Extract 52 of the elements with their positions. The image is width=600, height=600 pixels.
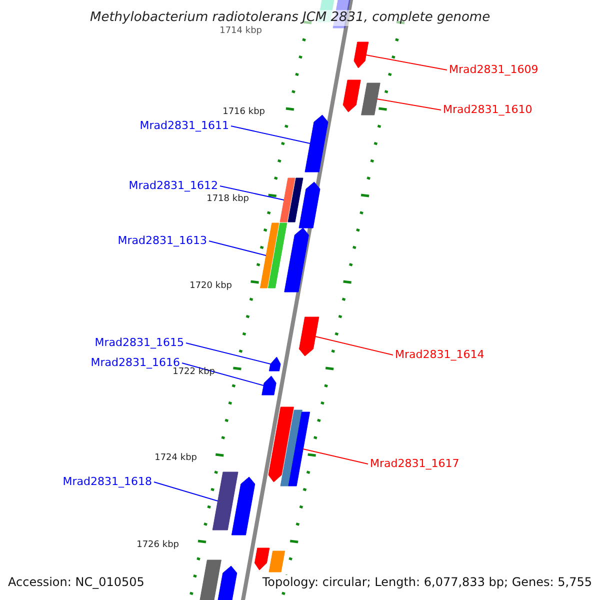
gene-label: Mrad2831_1614: [395, 348, 484, 362]
gene-label: Mrad2831_1611: [140, 119, 229, 133]
leader-line: [182, 362, 264, 386]
leader-line: [154, 482, 218, 502]
gene-bar: [268, 222, 288, 288]
gene-bar: [268, 356, 281, 372]
scale-label: 1716 kbp: [222, 106, 265, 118]
gene-bar: [288, 412, 310, 486]
leader-line: [230, 126, 311, 144]
gene-bar: [231, 476, 256, 536]
leader-line: [366, 54, 448, 70]
leader-line: [208, 240, 266, 256]
gene-bar: [304, 114, 328, 172]
gene-bar: [212, 472, 238, 530]
genome-summary-text: Topology: circular; Length: 6,077,833 bp; Genes: 5,755: [262, 574, 592, 590]
gene-bar: [262, 376, 276, 396]
scale-label: 1726 kbp: [136, 539, 179, 551]
gene-bar: [254, 548, 270, 570]
gene-bar: [280, 178, 296, 222]
gene-bar: [284, 228, 309, 292]
gene-bar: [216, 566, 238, 600]
gene-label: Mrad2831_1617: [370, 457, 460, 471]
diagram-title: Methylobacterium radiotolerans JCM 2831, complete genome: [90, 10, 490, 26]
gene-label: Mrad2831_1609: [449, 63, 538, 77]
leader-line: [314, 336, 394, 356]
gene-bar: [354, 42, 369, 68]
gene-bar: [280, 410, 302, 486]
gene-label: Mrad2831_1613: [118, 234, 207, 248]
accession-text: Accession: NC_010505: [8, 574, 144, 590]
leader-line: [186, 342, 271, 364]
gene-label: Mrad2831_1615: [94, 336, 184, 350]
gene-bar: [288, 178, 304, 222]
scale-label: 1720 kbp: [190, 280, 232, 292]
scale-label: 1714 kbp: [220, 25, 262, 37]
gene-bar: [298, 182, 320, 228]
leader-line: [302, 448, 368, 464]
scale-label: 1718 kbp: [206, 193, 249, 205]
gene-bar: [268, 550, 286, 572]
gene-bar: [198, 560, 222, 600]
scale-label: 1722 kbp: [172, 367, 215, 378]
gene-bar: [260, 222, 280, 288]
gene-label: Mrad2831_1610: [443, 103, 532, 117]
leader-line: [220, 186, 284, 200]
gene-bar: [342, 80, 361, 112]
gene-label: Mrad2831_1616: [90, 356, 180, 370]
leader-line: [376, 98, 442, 110]
gene-bar: [268, 406, 294, 482]
gene-label: Mrad2831_1618: [62, 475, 152, 489]
gene-label: Mrad2831_1612: [128, 179, 218, 193]
scale-label: 1724 kbp: [154, 452, 197, 464]
gene-bar: [298, 316, 320, 356]
gene-bar: [361, 82, 380, 116]
